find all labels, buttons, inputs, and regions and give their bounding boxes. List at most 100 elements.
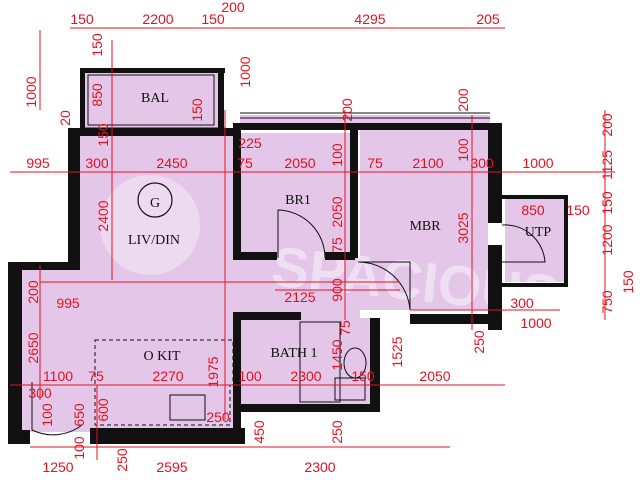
dim-r150f: 150 [599, 191, 615, 215]
dim-h300d: 300 [28, 385, 52, 401]
dim-v650: 650 [71, 403, 87, 427]
room-label-bal: BAL [141, 91, 169, 106]
dim-h100b: 100 [455, 138, 471, 162]
dim-r200b: 200 [455, 88, 471, 112]
utp-floor [505, 197, 565, 282]
fixtures [31, 74, 546, 436]
dim-v250d: 250 [114, 448, 130, 472]
wall-living-top [68, 128, 236, 136]
dim-r1200: 1200 [599, 224, 615, 255]
br1-door-swing [277, 209, 326, 259]
dim-b1250: 1250 [42, 459, 73, 475]
dim-v75b: 75 [337, 320, 353, 336]
wall-top-band [233, 123, 493, 130]
dim-h1100: 1100 [43, 368, 73, 384]
wall-mbr-bottom [410, 314, 502, 324]
dim-v900: 900 [329, 278, 345, 302]
wall-kitchen-bottom-left [8, 430, 30, 444]
room-label-bath: BATH 1 [270, 346, 317, 361]
wall-bal-right [218, 68, 224, 130]
dim-h300b: 300 [470, 155, 494, 171]
wall-mbr-right-low [488, 245, 502, 330]
wall-bath-left [233, 312, 241, 444]
dim-v1000a: 1000 [23, 76, 39, 107]
bath-floor [240, 318, 370, 408]
dim-h300: 300 [85, 155, 109, 171]
dim-h2450: 2450 [156, 155, 187, 171]
dim-h75c: 75 [88, 368, 104, 384]
dim-v250c: 250 [329, 420, 345, 444]
g-marker-label: G [150, 196, 160, 211]
br1-floor [240, 133, 352, 258]
dim-h2270: 2270 [152, 368, 183, 384]
wall-br1-left [233, 128, 241, 258]
wall-kitchen-left [8, 262, 22, 430]
shower-tray [299, 321, 341, 403]
room-label-okit: O KIT [144, 349, 181, 364]
dim-r1125: 1125 [599, 150, 615, 180]
room-label-utp: UTP [525, 225, 552, 240]
kitchen-sink [169, 394, 206, 421]
kitchen-counter [94, 384, 231, 426]
dim-top-205: 205 [476, 11, 500, 27]
g-marker-circle [137, 182, 173, 218]
room-labels: BAL LIV/DIN BR1 MBR UTP O KIT BATH 1 [128, 91, 551, 364]
bath-basin [334, 377, 366, 401]
dim-h1000c: 1000 [520, 315, 551, 331]
wall-bal-left [80, 68, 85, 130]
dim-v2400: 2400 [95, 200, 111, 231]
dim-h200c: 200 [25, 280, 41, 304]
dim-v250a: 250 [471, 330, 487, 354]
dim-h75b: 75 [367, 155, 383, 171]
g-marker: G [137, 182, 173, 218]
dim-v2650: 2650 [25, 332, 41, 363]
wall-br1-bottom [233, 252, 277, 260]
dim-top-2200: 2200 [142, 11, 173, 27]
dim-h2300a: 2300 [290, 368, 321, 384]
wall-kitchen-bottom [90, 428, 245, 444]
wall-living-left [68, 128, 80, 266]
dim-r200a: 200 [339, 98, 355, 122]
dim-r150g: 150 [620, 270, 636, 294]
dim-h995: 995 [26, 155, 50, 171]
dimension-labels: 150 2200 150 200 4295 205 150 850 1000 2… [23, 0, 636, 475]
dim-h100a: 100 [329, 143, 345, 167]
wall-kitchen-step [8, 262, 80, 270]
dim-top-150b: 150 [201, 11, 225, 27]
balcony-floor [85, 72, 218, 128]
wall-utp-right [564, 195, 568, 287]
dim-v450: 450 [251, 420, 267, 444]
dim-b2595: 2595 [156, 459, 187, 475]
dim-v1000b: 1000 [237, 56, 253, 87]
kitchen-floor [18, 262, 236, 432]
dim-r750: 750 [599, 290, 615, 314]
dim-h150h: 150 [351, 368, 375, 384]
dim-top-4295: 4295 [354, 11, 385, 27]
utp-door-swing [501, 224, 546, 263]
dim-h2050b: 2050 [419, 368, 450, 384]
wall-utp-bottom [502, 283, 568, 287]
dim-v150: 150 [89, 33, 105, 57]
dim-h995b: 995 [56, 295, 80, 311]
dim-r200c: 200 [599, 113, 615, 137]
wall-mbr-right [488, 123, 502, 223]
mbr-floor [360, 128, 488, 310]
wall-bath-right [370, 318, 380, 410]
dim-h75a: 75 [237, 155, 253, 171]
dim-b2300: 2300 [304, 459, 335, 475]
dim-v3025: 3025 [455, 212, 471, 243]
dim-top-150a: 150 [70, 11, 94, 27]
dim-h1000: 1000 [522, 155, 553, 171]
wall-br1-mbr [350, 128, 358, 258]
dimension-lines [10, 27, 615, 460]
dim-r150d: 150 [95, 123, 111, 147]
kitchen-door-swing [31, 382, 83, 436]
entry-door-swing [357, 261, 411, 311]
dim-v2050: 2050 [329, 196, 345, 227]
wall-bal-top [80, 68, 225, 73]
room-label-mbr: MBR [409, 219, 441, 234]
balcony-rail [87, 74, 215, 126]
walls [8, 68, 568, 444]
dim-v850b: 850 [521, 202, 545, 218]
dim-h2125: 2125 [284, 289, 315, 305]
